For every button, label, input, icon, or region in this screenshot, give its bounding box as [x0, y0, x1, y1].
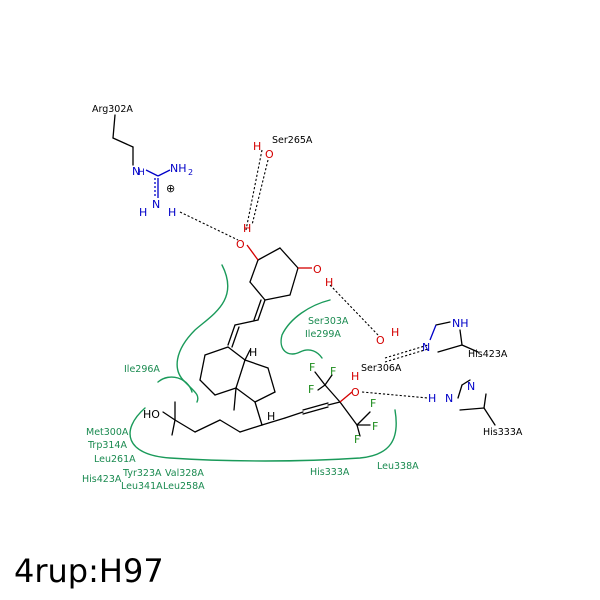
label-arg302: Arg302A: [92, 104, 133, 115]
atom-o3: O: [313, 263, 322, 276]
contact-arc-ile296-lower: [157, 376, 193, 393]
atom-h-arg3: H: [168, 206, 176, 219]
a-ring: [246, 244, 312, 301]
hbond-o-ser306: [329, 284, 379, 336]
label-trp314: Trp314A: [87, 440, 127, 451]
label-his423: His423A: [468, 349, 508, 360]
atom-f1: F: [309, 361, 315, 374]
atom-nh2: NH: [170, 162, 187, 175]
hbond-ser265-o: [251, 159, 269, 226]
label-ser265: Ser265A: [272, 135, 313, 146]
atom-o1: O: [236, 238, 245, 251]
hydrophobic-contacts: [129, 264, 397, 462]
label-ser306: Ser306A: [361, 363, 402, 374]
atom-h-o1: H: [243, 222, 251, 235]
atom-h-arg2: H: [139, 206, 147, 219]
label-val328: Val328A: [165, 468, 204, 479]
contact-arc-ile296: [176, 264, 229, 403]
atom-labels: N H NH 2 ⊕ N H H H O H O O H O H NH N N …: [132, 140, 475, 446]
atom-h-o3: H: [325, 276, 333, 289]
atom-h-his333: H: [428, 392, 436, 405]
label-leu341: Leu341A: [121, 481, 163, 492]
his333-ring: [457, 379, 496, 426]
atom-n-his333-top: N: [467, 380, 475, 393]
label-ile296: Ile296A: [124, 364, 160, 375]
side-chain: [162, 371, 371, 437]
atom-n-arg2: N: [152, 198, 160, 211]
atom-o-ser306: O: [376, 334, 385, 347]
residue-labels: Arg302A Ser265A Ser306A His423A His333A: [92, 104, 523, 438]
atom-nh2-sub: 2: [188, 168, 193, 177]
label-ile299: Ile299A: [305, 329, 341, 340]
label-leu261: Leu261A: [94, 454, 136, 465]
label-his333b: His333A: [310, 467, 350, 478]
label-leu338: Leu338A: [377, 461, 419, 472]
atom-h-ring: H: [249, 346, 257, 359]
atom-h-o25: H: [351, 370, 359, 383]
atom-n-his333: N: [445, 392, 453, 405]
atom-f2: F: [308, 383, 314, 396]
label-his333: His333A: [483, 427, 523, 438]
atom-o-ser265: O: [265, 148, 274, 161]
label-ser303: Ser303A: [308, 316, 349, 327]
structure-title: 4rup:H97: [14, 552, 164, 590]
label-leu258: Leu258A: [163, 481, 205, 492]
hbond-o-his333: [361, 391, 429, 399]
hbond-ser265-o2: [245, 149, 263, 231]
atom-n-arg: N: [132, 165, 140, 178]
label-met300: Met300A: [86, 427, 129, 438]
cd-rings: [199, 346, 276, 411]
hbond-ser306-his423b: [384, 348, 429, 363]
hydrogen-bonds: [179, 149, 429, 399]
his423-ring: [429, 321, 479, 353]
hbond-arg-o: [179, 211, 239, 241]
label-his423b: His423A: [82, 474, 122, 485]
atom-h-arg: H: [138, 168, 145, 178]
atom-ho: HO: [143, 408, 160, 421]
atom-f3: F: [330, 365, 336, 378]
triene-linker: [227, 299, 266, 348]
hbond-ser306-his423: [384, 344, 429, 359]
atom-nh-his423: NH: [452, 317, 469, 330]
atom-h-ser306: H: [391, 326, 399, 339]
atom-o25: O: [351, 386, 360, 399]
atom-h-ser265: H: [253, 140, 261, 153]
arg302-sidechain: [112, 114, 171, 198]
label-tyr323: Tyr323A: [122, 468, 162, 479]
atom-f5: F: [372, 420, 378, 433]
atom-f4: F: [370, 397, 376, 410]
contact-arc-ser303: [280, 299, 331, 359]
charge-icon: ⊕: [166, 182, 175, 195]
atom-h-side: H: [267, 410, 275, 423]
hydrophobic-labels: Ser303A Ile299A Ile296A Met300A Trp314A …: [82, 316, 419, 492]
contact-arc-bottom: [129, 407, 397, 462]
atom-n-his423: N: [422, 341, 430, 354]
atom-f6: F: [354, 433, 360, 446]
